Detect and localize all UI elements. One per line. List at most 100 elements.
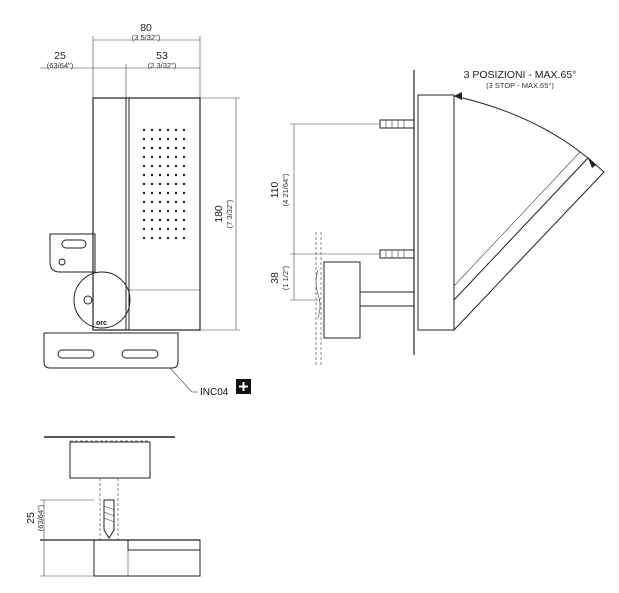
grille-dot bbox=[142, 128, 146, 132]
grille-dot bbox=[174, 209, 178, 213]
grille-dot bbox=[166, 173, 170, 177]
grille-dot bbox=[158, 137, 162, 141]
grille-dot bbox=[166, 218, 170, 222]
left-offset-dim: 25 bbox=[54, 50, 66, 62]
grille-dot bbox=[182, 218, 186, 222]
lower-offset-dim: 38 bbox=[269, 272, 281, 284]
grille-dot bbox=[158, 128, 162, 132]
grille-dot bbox=[142, 218, 146, 222]
grille-dot bbox=[158, 191, 162, 195]
grille-dot bbox=[182, 173, 186, 177]
grille-dot bbox=[166, 182, 170, 186]
hole-spacing-dim: 110 bbox=[269, 181, 281, 198]
grille-dot bbox=[182, 182, 186, 186]
grille-dot bbox=[174, 218, 178, 222]
grille-dot bbox=[182, 146, 186, 150]
grille-dot bbox=[150, 173, 154, 177]
grille-dot bbox=[150, 227, 154, 231]
grille-dot bbox=[158, 227, 162, 231]
grille-dot bbox=[150, 182, 154, 186]
grille-dot bbox=[150, 218, 154, 222]
grille-dot bbox=[182, 128, 186, 132]
hole-spacing-dim-inch: (4 21/64") bbox=[281, 173, 290, 206]
depth-dim: 25 bbox=[25, 512, 37, 524]
grille-dot bbox=[142, 146, 146, 150]
grille-dot bbox=[182, 200, 186, 204]
grille-dot bbox=[142, 191, 146, 195]
grille-dot bbox=[158, 236, 162, 240]
grille-dot bbox=[142, 173, 146, 177]
grille-dot bbox=[158, 182, 162, 186]
grille-dot bbox=[174, 164, 178, 168]
grille-dot bbox=[150, 128, 154, 132]
grille-dot bbox=[174, 236, 178, 240]
grille-dot bbox=[174, 146, 178, 150]
grille-dot bbox=[158, 146, 162, 150]
grille-dot bbox=[166, 200, 170, 204]
grille-dot bbox=[142, 209, 146, 213]
top-view: 25 (63/64") bbox=[25, 436, 201, 577]
grille-dot bbox=[142, 236, 146, 240]
grille-dot bbox=[142, 200, 146, 204]
grille-dot bbox=[182, 227, 186, 231]
right-part-dim-inch: (2 3/32") bbox=[148, 61, 177, 70]
grille-dot bbox=[174, 173, 178, 177]
lower-offset-dim-inch: (1 1/2") bbox=[281, 265, 290, 290]
grille-dot bbox=[158, 200, 162, 204]
grille-dot bbox=[150, 155, 154, 159]
left-offset-dim-inch: (63/64") bbox=[47, 61, 74, 70]
grille-dot bbox=[182, 191, 186, 195]
grille-dot bbox=[182, 164, 186, 168]
grille-dot bbox=[174, 155, 178, 159]
grille-dot bbox=[150, 191, 154, 195]
grille-dot bbox=[166, 146, 170, 150]
grille-dot bbox=[150, 164, 154, 168]
right-part-dim: 53 bbox=[156, 50, 168, 62]
grille-dot bbox=[166, 191, 170, 195]
callout-label: INC04 bbox=[200, 387, 229, 398]
grille-dot bbox=[150, 137, 154, 141]
depth-dim-inch: (63/64") bbox=[36, 504, 45, 531]
grille-dot bbox=[158, 218, 162, 222]
grille-dot bbox=[150, 146, 154, 150]
grille-dot bbox=[174, 182, 178, 186]
grille-dot bbox=[182, 137, 186, 141]
grille-dot bbox=[182, 155, 186, 159]
width-dim-inch: (3 5/32") bbox=[132, 33, 161, 42]
brand-logo: orc bbox=[96, 320, 107, 327]
positions-title: 3 POSIZIONI - MAX.65° bbox=[464, 69, 577, 81]
grille-dot bbox=[150, 209, 154, 213]
grille-dot bbox=[174, 227, 178, 231]
grille-dot bbox=[166, 209, 170, 213]
width-dim: 80 bbox=[140, 22, 152, 34]
grille-dot bbox=[142, 155, 146, 159]
grille-dot bbox=[182, 209, 186, 213]
grille-dot bbox=[150, 200, 154, 204]
plus-icon bbox=[236, 379, 251, 394]
grille-dot bbox=[142, 137, 146, 141]
grille-dot bbox=[182, 236, 186, 240]
grille-dot bbox=[142, 227, 146, 231]
grille-dot bbox=[158, 173, 162, 177]
grille-dot bbox=[166, 164, 170, 168]
grille-dot bbox=[166, 128, 170, 132]
height-dim-inch: (7 3/32") bbox=[225, 199, 234, 228]
speaker-grille bbox=[142, 128, 186, 240]
grille-dot bbox=[158, 155, 162, 159]
grille-dot bbox=[142, 164, 146, 168]
grille-dot bbox=[142, 182, 146, 186]
positions-subtitle: (3 STOP - MAX.65°) bbox=[486, 81, 554, 90]
grille-dot bbox=[158, 209, 162, 213]
grille-dot bbox=[174, 191, 178, 195]
height-dim: 180 bbox=[213, 205, 225, 223]
grille-dot bbox=[166, 137, 170, 141]
front-view: 80 (3 5/32") 25 (63/64") 53 (2 3/32") 18… bbox=[40, 22, 251, 398]
grille-dot bbox=[158, 164, 162, 168]
grille-dot bbox=[166, 155, 170, 159]
upper-screw bbox=[379, 119, 415, 129]
grille-dot bbox=[150, 236, 154, 240]
grille-dot bbox=[174, 137, 178, 141]
grille-dot bbox=[174, 128, 178, 132]
